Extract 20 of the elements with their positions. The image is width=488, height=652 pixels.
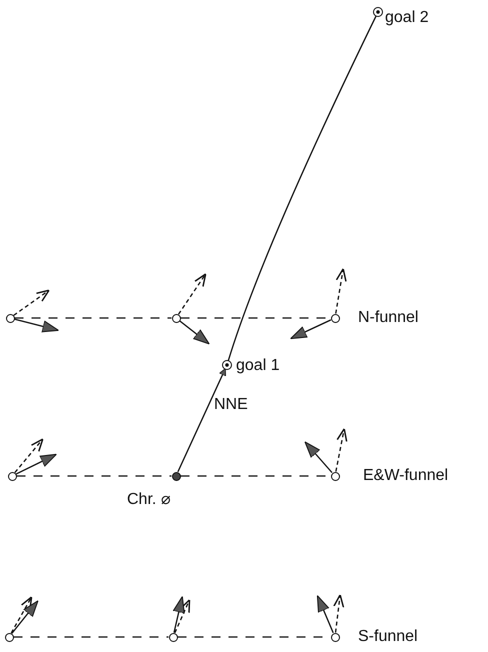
point-marker xyxy=(172,314,180,322)
dashed-line xyxy=(14,317,172,319)
point-label: Chr. ⌀ xyxy=(127,491,171,509)
point-label: goal 1 xyxy=(236,357,280,375)
dashed-line xyxy=(14,636,168,638)
point-marker xyxy=(330,472,340,480)
connector-line xyxy=(228,16,377,361)
dashed-line xyxy=(16,475,172,477)
point-marker xyxy=(330,314,340,322)
row-label: S-funnel xyxy=(358,628,418,646)
edge-label: NNE xyxy=(214,396,248,414)
point-label: goal 2 xyxy=(385,9,429,27)
point-marker xyxy=(8,472,16,480)
connector-line xyxy=(177,368,226,472)
point-marker xyxy=(330,632,340,642)
row-label: N-funnel xyxy=(358,309,418,327)
point-marker xyxy=(168,632,178,642)
point-marker xyxy=(4,632,14,642)
point-marker xyxy=(6,314,14,322)
row-label: E&W-funnel xyxy=(363,467,448,485)
